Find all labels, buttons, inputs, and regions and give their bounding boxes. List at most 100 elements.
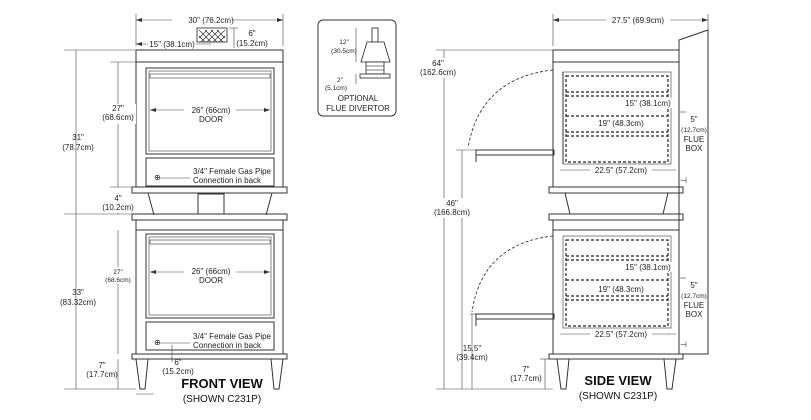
flue-h2-cm: (5.1cm) [325,85,347,92]
pipe-height-in: 6" [174,358,181,367]
side-view: 27.5" (69.9cm) 15" (38.1cm) 19" (48.3cm)… [418,14,709,402]
gas-conn-label-2: Connection in back [193,341,262,350]
upper-control-panel [145,157,275,187]
lower-rack-outline [565,239,669,327]
stand-leg-left [147,192,155,216]
leg-height-cm: (17.7cm) [86,370,118,379]
lower-door-label: DOOR [199,276,223,285]
lower-door-handle [149,239,271,245]
side-low-cm: (39.4cm) [456,353,488,362]
upper-door-label: DOOR [199,115,223,124]
label-bg [618,98,676,108]
arrow-icon [264,270,270,274]
front-view-subtitle: (SHOWN C231P) [183,394,261,405]
label-bg [184,105,236,125]
pipe-height-cm: (15.2cm) [162,367,194,376]
lower-ledge [131,353,288,360]
flue-h1-in: 12" [339,39,349,46]
label-bg [434,198,472,218]
arrow-icon [277,18,283,22]
side-upper-ledge [548,186,684,194]
arrow-icon [136,18,142,22]
arrow-icon [136,42,142,46]
flue-h1-cm: (30.5cm) [331,48,357,55]
overall-height-cm: (78.7cm) [62,143,94,152]
side-overall-in: 64" [432,59,444,68]
front-leg-left [135,358,149,390]
side-mid-cm: (166.8cm) [434,208,470,217]
side-stand-leg [564,192,571,215]
side-depth-label: 27.5" (69.9cm) [612,16,665,25]
side-view-title: SIDE VIEW [584,373,652,388]
arrow-icon [150,270,156,274]
door-hinge-icon: ⊣ [680,176,687,185]
side-leg-back [663,358,677,390]
flue-pipe-top [371,27,379,43]
lower-height-in: 33" [72,288,84,297]
stand-leg-right [265,192,273,216]
flue-box-lower-3: FLUE [684,301,704,310]
label-bg [590,118,652,128]
flue-box-upper-3: FLUE [684,135,704,144]
gas-pipe-label-1: 3/4" Female Gas Pipe [193,167,272,176]
leg-height-in: 7" [98,361,105,370]
lower-door-height-cm: (68.6cm) [105,277,131,284]
label-bg [100,194,136,213]
side-leg-in: 7" [522,365,529,374]
flue-base [359,73,391,79]
overall-height-in: 31" [72,133,84,142]
door-hinge-icon: ⊣ [680,340,687,349]
side-leg-cm: (17.7cm) [510,374,542,383]
front-view: 30" (76.2cm) 6" (15.2cm) 15" (38.1cm) [60,14,288,405]
upper-rack-outline [565,75,669,163]
label-bg [172,15,232,25]
label-bg [618,262,676,272]
upper-door-height-in: 27" [112,104,124,113]
flue-offset-label: 15" (38.1cm) [149,40,195,49]
flue-hood [360,41,391,63]
lower-rack-label-2: 19" (48.3cm) [598,285,644,294]
upper-ledge [131,186,288,194]
flue-h2-in: 2" [337,77,344,84]
side-overall-cm: (162.6cm) [420,68,456,77]
upper-door-width: 26" (66cm) [192,106,231,115]
side-lower-cavity [562,235,672,329]
flue-box-upper-4: BOX [686,144,704,153]
lower-door-open [475,313,555,320]
flue-box-lower-4: BOX [686,310,704,319]
side-lower-top-ledge [548,213,684,221]
flue-vent-grill [196,27,228,43]
label-bg [590,329,652,339]
stand-connector [197,193,225,215]
lower-door-width: 26" (66cm) [192,267,231,276]
lower-rack-label-1: 15" (38.1cm) [625,263,671,272]
flue-box-lower-2: (12.7cm) [681,293,707,300]
upper-rack-label-1: 15" (38.1cm) [625,99,671,108]
arrow-icon [702,18,708,22]
upper-door [145,67,275,155]
gas-connection-icon: ⊕ [154,173,161,182]
side-stand-leg [662,192,669,215]
gas-pipe-label-2: 3/4" Female Gas Pipe [193,332,272,341]
upper-rack-label-3: 22.5" (57.2cm) [595,166,648,175]
label-bg [590,284,652,294]
grill-hatch [198,29,226,43]
label-bg [100,104,136,124]
lower-door-swing-arc [471,235,554,313]
lower-height-cm: (83.32cm) [60,298,96,307]
gas-connection-icon: ⊕ [154,338,161,347]
upper-door-height-cm: (68.6cm) [102,113,134,122]
flue-box-upper-1: 5" [690,115,697,124]
flue-label-2: FLUE DIVERTOR [326,104,390,113]
side-mid-in: 46" [446,199,458,208]
lower-rack-label-3: 22.5" (57.2cm) [595,330,648,339]
side-lower-ledge [548,353,684,360]
gas-conn-label-1: Connection in back [193,176,262,185]
flue-divertor-detail: 12" (30.5cm) 2" (5.1cm) OPTIONAL FLUE DI… [317,19,397,117]
arrow-icon [553,18,559,22]
front-leg-right [270,358,284,390]
label-bg [590,165,652,175]
upper-door-open [475,149,555,156]
side-low-in: 15.5" [463,344,482,353]
